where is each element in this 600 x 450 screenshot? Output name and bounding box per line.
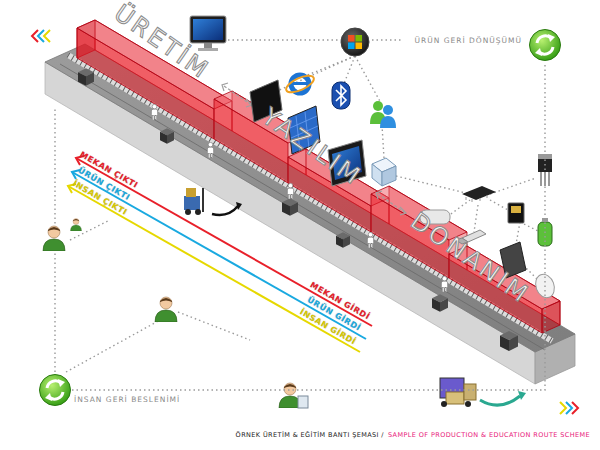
recycle-arrowhead <box>45 393 52 401</box>
people-icons <box>43 219 308 409</box>
dotted-connector <box>72 62 545 390</box>
line-equipment <box>78 68 518 351</box>
recycle-arrowhead <box>58 379 65 387</box>
node-label: ÜRÜN GERİ DÖNÜŞÜMÜ <box>414 36 522 45</box>
recycle-circle <box>528 28 562 62</box>
recycle-node: İNSAN GERİ BESLENİMİ <box>38 373 72 407</box>
recycle-circle <box>38 373 72 407</box>
flow-lines <box>68 156 372 352</box>
monitor-icon <box>190 16 226 51</box>
red-blocks <box>77 20 560 333</box>
caption: ÖRNEK ÜRETİM & EĞİTİM BANTI ŞEMASI / <box>236 431 384 439</box>
forklift-icon <box>184 188 242 215</box>
messenger-icon <box>370 101 396 128</box>
recycle-arrowhead <box>548 34 555 42</box>
production-slab <box>45 44 575 384</box>
corner-chevrons <box>32 30 578 414</box>
os-logo <box>341 28 369 56</box>
caption-english: SAMPLE OF PRODUCTION & EDUCATION ROUTE S… <box>388 431 590 439</box>
browser-icon <box>284 72 316 96</box>
pallet-icon <box>440 378 526 407</box>
recycle-disc <box>40 375 71 406</box>
bluetooth-icon <box>332 82 350 109</box>
recycle-node: ÜRÜN GERİ DÖNÜŞÜMÜ <box>528 28 562 62</box>
band-arrows <box>222 83 406 215</box>
node-label: İNSAN GERİ BESLENİMİ <box>74 395 180 404</box>
recycle-disc <box>530 30 561 61</box>
recycle-arrowhead <box>535 48 542 56</box>
caption-row: ÖRNEK ÜRETİM & EĞİTİM BANTI ŞEMASI / SAMP… <box>236 431 590 439</box>
